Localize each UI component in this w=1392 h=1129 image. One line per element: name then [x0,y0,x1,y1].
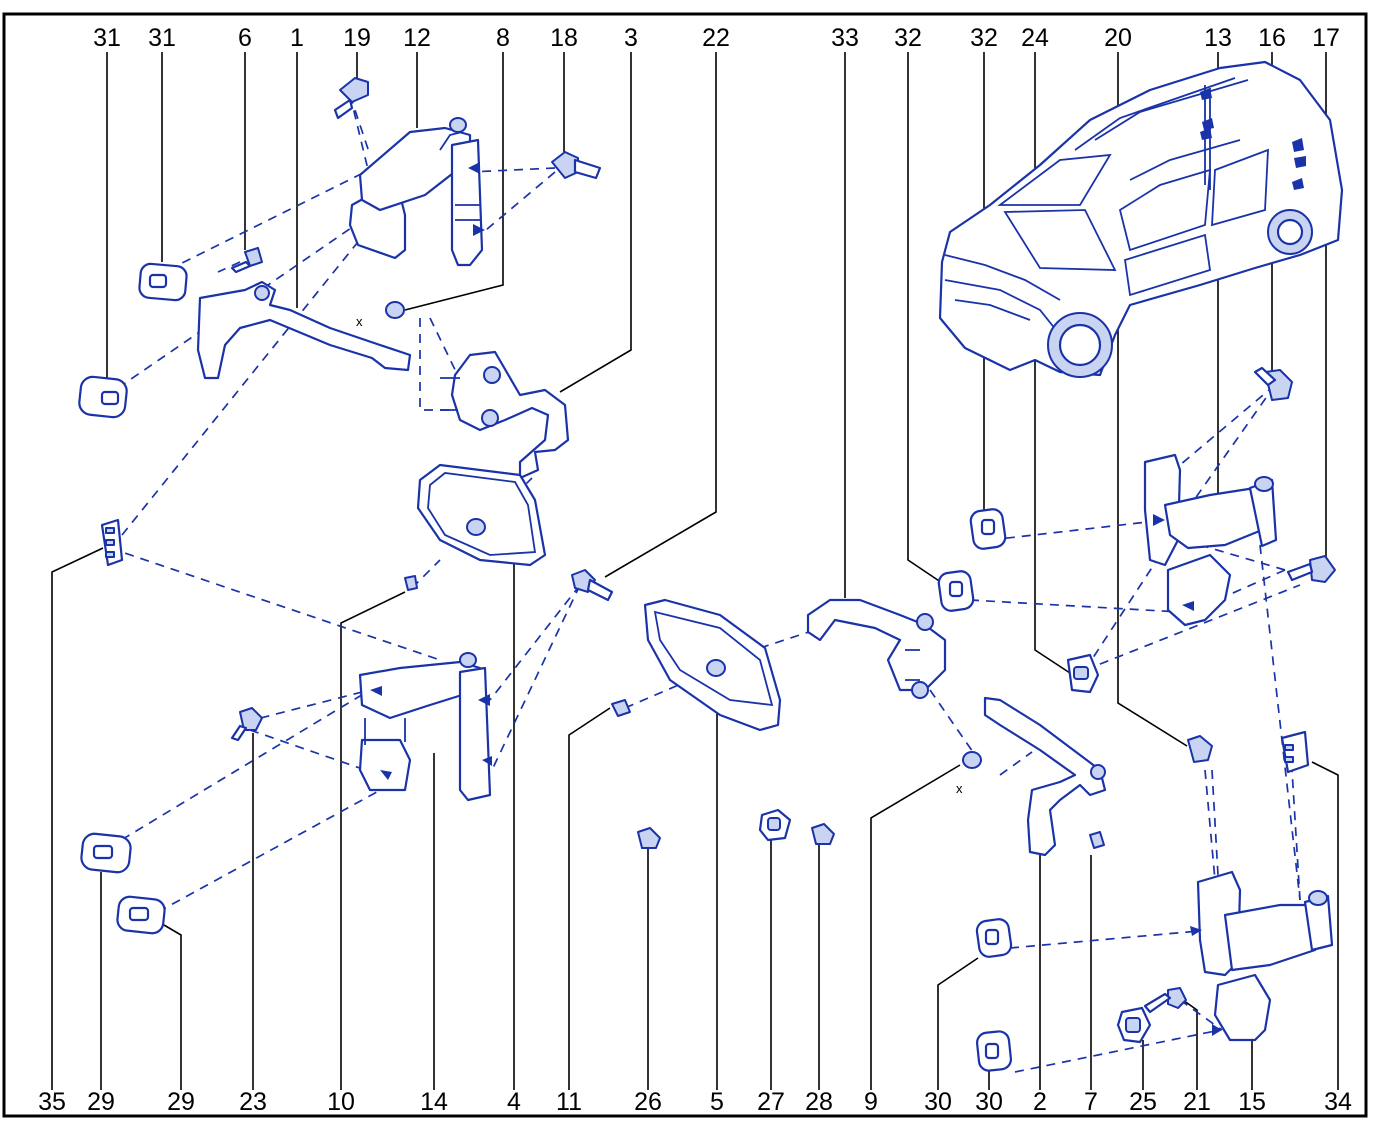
part-label-19: 19 [343,24,371,52]
part-label-10: 10 [327,1088,355,1116]
part-label-22: 22 [702,24,730,52]
part-label-4: 4 [507,1088,521,1116]
bottom-label-row: 35 29 29 23 10 14 4 11 26 5 27 28 9 30 3… [38,1088,1352,1116]
part-label-30b: 30 [975,1088,1003,1116]
part-label-14: 14 [420,1088,448,1116]
part-label-25: 25 [1129,1088,1157,1116]
part-label-31b: 31 [148,24,176,52]
part-label-23: 23 [239,1088,267,1116]
part-label-28: 28 [805,1088,833,1116]
part-label-21: 21 [1183,1088,1211,1116]
small-parts-26-27-28 [637,808,835,849]
part-label-1: 1 [290,24,304,52]
part-label-8: 8 [496,24,510,52]
upper-hinge-13 [937,366,1336,694]
part-label-6: 6 [238,24,252,52]
door-seal-4 [416,463,547,567]
clearance-mark-x-left: x [356,314,363,329]
assembly-lines [107,94,1301,1073]
part-label-24: 24 [1021,24,1049,52]
part-label-27: 27 [757,1088,785,1116]
part-label-17: 17 [1312,24,1340,52]
part-label-33: 33 [831,24,859,52]
part-label-30a: 30 [924,1088,952,1116]
part-label-7: 7 [1084,1088,1098,1116]
check-strap-1 [196,280,412,380]
part-label-9: 9 [864,1088,878,1116]
check-strap-2: x [956,696,1107,857]
door-seal-5 [611,598,782,732]
diagram-border [2,12,1368,1118]
part-label-20: 20 [1104,24,1132,52]
part-label-16: 16 [1258,24,1286,52]
part-label-31a: 31 [93,24,121,52]
part-label-12: 12 [403,24,431,52]
lower-hinge-14 [358,652,492,802]
part-label-11: 11 [556,1088,582,1116]
part-label-32b: 32 [970,24,998,52]
part-label-29b: 29 [167,1088,195,1116]
part-label-32a: 32 [894,24,922,52]
top-label-row: 31 31 6 1 19 12 8 18 3 22 33 32 32 24 20… [93,24,1340,52]
clearance-mark-x-right: x [956,781,963,796]
clip-35 [100,518,124,567]
bolt-23-plugs-29 [80,707,263,935]
lower-hinge-15 [975,730,1334,1072]
door-check-3 [440,350,570,480]
vehicle-illustration [938,60,1344,378]
plugs-31 [78,262,188,419]
part-label-15: 15 [1238,1088,1266,1116]
part-label-26: 26 [634,1088,662,1116]
part-label-3: 3 [624,24,638,52]
upper-hinge-12 [348,117,485,267]
part-label-35: 35 [38,1088,66,1116]
part-label-34: 34 [1324,1088,1352,1116]
part-label-5: 5 [710,1088,724,1116]
part-label-18: 18 [550,24,578,52]
door-check-33 [806,598,947,699]
fasteners-left: x [230,77,614,602]
part-label-29a: 29 [87,1088,115,1116]
part-label-2: 2 [1033,1088,1047,1116]
part-label-13: 13 [1204,24,1232,52]
